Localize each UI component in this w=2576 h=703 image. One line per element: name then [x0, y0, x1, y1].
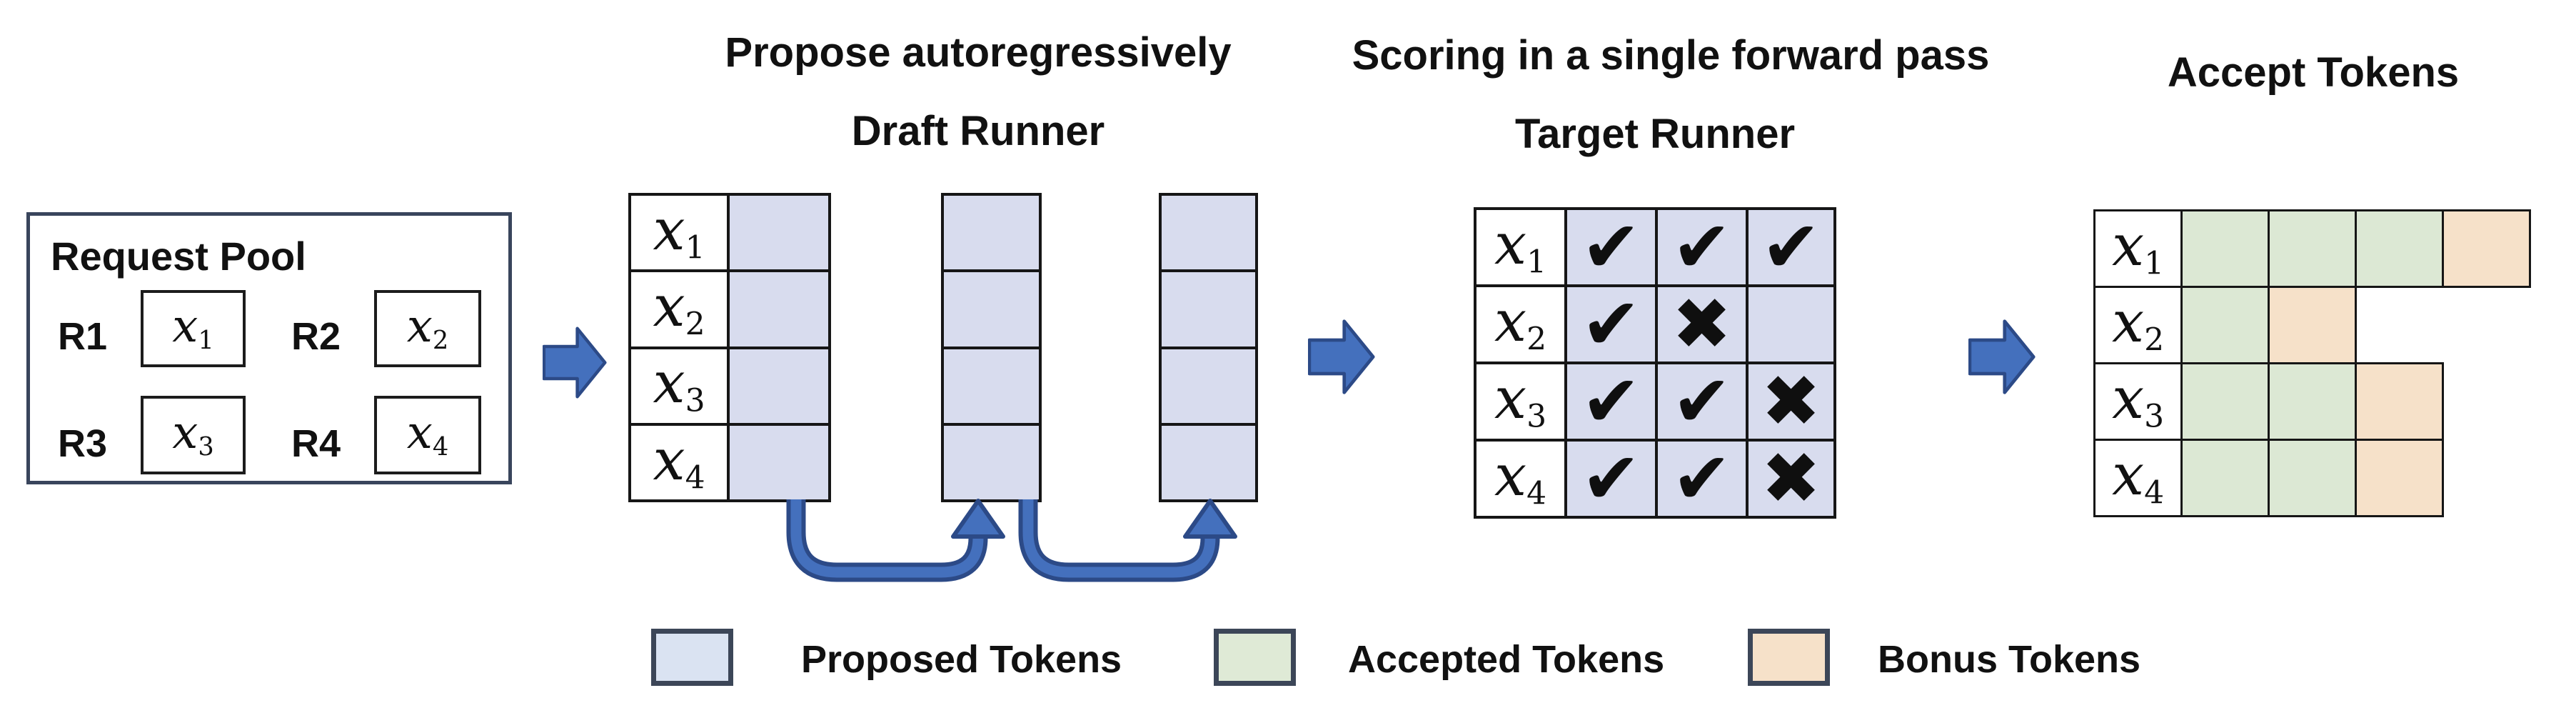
draft-section-heading: Propose autoregressively — [725, 29, 1232, 76]
accept-cell — [2355, 362, 2444, 441]
proposed-token-cell — [728, 347, 830, 424]
accept-cell — [2442, 209, 2531, 288]
score-cell-check: ✔ — [1566, 363, 1656, 440]
request-label-r4: R4 — [291, 422, 341, 465]
request-label-r3: R3 — [58, 422, 108, 465]
token-x4: x4 — [406, 407, 449, 462]
accept-cell — [2355, 439, 2444, 517]
accept-row: x2 — [2093, 286, 2531, 364]
accept-cell — [2355, 209, 2444, 288]
draft-proposal-column-2 — [941, 193, 1042, 502]
proposed-token-cell — [728, 424, 830, 501]
accept-cell — [2180, 362, 2270, 441]
accept-tokens-grid: x1 x2 x3 x4 — [2093, 209, 2531, 517]
request-token-box-x4: x4 — [374, 396, 481, 474]
target-section-heading: Scoring in a single forward pass — [1352, 32, 1990, 79]
accept-cell — [2180, 286, 2270, 364]
proposed-token-cell — [942, 347, 1040, 424]
accept-section-heading: Accept Tokens — [2167, 49, 2460, 96]
accept-cell — [2268, 286, 2357, 364]
legend-bonus-swatch — [1748, 629, 1830, 686]
accept-row: x1 — [2093, 209, 2531, 288]
proposed-token-cell — [1160, 271, 1257, 348]
draft-proposal-column-3 — [1159, 193, 1258, 502]
score-cell-cross: ✖ — [1747, 440, 1835, 517]
proposed-token-cell — [728, 194, 830, 271]
proposed-token-cell — [1160, 347, 1257, 424]
accept-row: x3 — [2093, 362, 2531, 441]
score-cell-check: ✔ — [1747, 209, 1835, 286]
score-cell-cross: ✖ — [1747, 363, 1835, 440]
target-row-label: x2 — [1475, 286, 1566, 363]
target-scoring-grid: x1 ✔ ✔ ✔ x2 ✔ ✖ x3 ✔ ✔ ✖ x4 ✔ ✔ ✖ — [1474, 207, 1836, 519]
request-label-r1: R1 — [58, 315, 108, 358]
score-cell-check: ✔ — [1566, 440, 1656, 517]
draft-row-label: x4 — [630, 424, 728, 501]
proposed-token-cell — [942, 194, 1040, 271]
draft-table: x1 x2 x3 x4 — [628, 193, 831, 502]
score-cell-cross: ✖ — [1656, 286, 1747, 363]
score-cell-check: ✔ — [1656, 209, 1747, 286]
target-row-label: x4 — [1475, 440, 1566, 517]
request-token-box-x2: x2 — [374, 290, 481, 367]
flow-arrow-icon-2 — [1308, 319, 1375, 394]
proposed-token-cell — [1160, 194, 1257, 271]
score-cell-empty — [1747, 286, 1835, 363]
score-cell-check: ✔ — [1566, 286, 1656, 363]
legend-bonus-label: Bonus Tokens — [1878, 638, 2141, 681]
legend-proposed-label: Proposed Tokens — [801, 638, 1122, 681]
token-x3: x3 — [172, 407, 214, 462]
draft-row-label: x2 — [630, 271, 728, 348]
request-label-r2: R2 — [291, 315, 341, 358]
accept-row-label: x3 — [2093, 362, 2183, 441]
accept-cell — [2268, 209, 2357, 288]
proposed-token-cell — [728, 271, 830, 348]
score-cell-check: ✔ — [1656, 363, 1747, 440]
request-token-box-x3: x3 — [141, 396, 246, 474]
accept-row: x4 — [2093, 439, 2531, 517]
flow-arrow-icon-1 — [543, 326, 607, 399]
legend-accepted-swatch — [1214, 629, 1296, 686]
score-cell-check: ✔ — [1656, 440, 1747, 517]
accept-row-label: x2 — [2093, 286, 2183, 364]
token-x2: x2 — [406, 300, 449, 356]
accept-cell — [2268, 362, 2357, 441]
proposed-token-cell — [942, 424, 1040, 501]
flow-arrow-icon-3 — [1968, 319, 2036, 394]
autoregressive-loop-arrow-icon-2 — [1018, 499, 1237, 582]
legend-accepted-label: Accepted Tokens — [1348, 638, 1665, 681]
target-section-subheading: Target Runner — [1514, 111, 1796, 157]
request-token-box-x1: x1 — [141, 290, 246, 367]
draft-row-label: x1 — [630, 194, 728, 271]
score-cell-check: ✔ — [1566, 209, 1656, 286]
token-x1: x1 — [172, 300, 214, 356]
legend-proposed-swatch — [651, 629, 733, 686]
draft-section-subheading: Draft Runner — [851, 108, 1105, 154]
accept-cell — [2268, 439, 2357, 517]
target-row-label: x1 — [1475, 209, 1566, 286]
request-pool-title: Request Pool — [51, 234, 306, 279]
proposed-token-cell — [1160, 424, 1257, 501]
accept-cell — [2180, 439, 2270, 517]
autoregressive-loop-arrow-icon-1 — [786, 499, 1005, 582]
accept-row-label: x4 — [2093, 439, 2183, 517]
draft-row-label: x3 — [630, 347, 728, 424]
accept-cell — [2180, 209, 2270, 288]
accept-row-label: x1 — [2093, 209, 2183, 288]
proposed-token-cell — [942, 271, 1040, 348]
request-pool-box: Request Pool R1 x1 R2 x2 R3 x3 R4 x4 — [26, 212, 512, 484]
target-row-label: x3 — [1475, 363, 1566, 440]
